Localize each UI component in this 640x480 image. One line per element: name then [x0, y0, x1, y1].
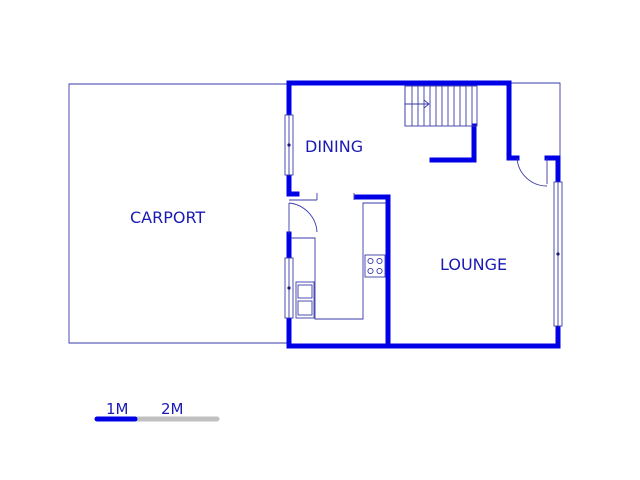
room-label-dining: DINING	[305, 137, 363, 156]
doors	[288, 157, 548, 234]
staircase	[404, 85, 478, 127]
room-label-carport: CARPORT	[130, 208, 205, 227]
boundary-outline	[509, 82, 561, 160]
room-label-lounge: LOUNGE	[440, 255, 507, 274]
scale-label-2m: 2M	[161, 400, 184, 418]
stove-icon	[364, 254, 386, 278]
walls	[286, 80, 561, 349]
windows	[284, 114, 563, 327]
carport-outline	[68, 83, 289, 344]
scale-bar: 1M 2M	[94, 400, 220, 422]
scale-label-1m: 1M	[106, 400, 129, 418]
kitchen-counter	[291, 202, 386, 320]
sink-icon	[295, 281, 315, 319]
